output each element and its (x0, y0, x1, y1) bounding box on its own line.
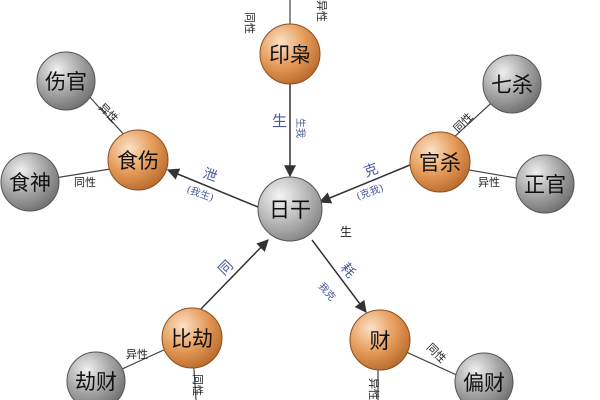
node-zhengguan-label: 正官 (524, 173, 566, 197)
arrow-center-to-shishang (166, 168, 259, 208)
label-yin-diff: 异性 (315, 0, 329, 22)
arrow-shishang-sub: (我生) (185, 183, 216, 205)
label-shishang-diff: 异性 (96, 100, 121, 125)
node-shangguan: 伤官 (36, 51, 96, 111)
node-piancai-label: 偏财 (463, 371, 505, 395)
label-bijie-same: 同性 (191, 374, 205, 396)
node-jiecai: 劫财 (66, 351, 126, 400)
label-guansha-diff: 异性 (478, 175, 500, 189)
node-shangguan-label: 伤官 (45, 70, 87, 94)
arrow-guansha-main: 克 (362, 161, 381, 181)
orange-nodes: 印枭 食伤 官杀 比劫 财 (107, 23, 471, 371)
center-side-label: 生 (340, 225, 352, 239)
node-piancai: 偏财 (454, 352, 514, 400)
node-qisha: 七杀 (482, 54, 542, 114)
node-shishang: 食伤 (107, 129, 169, 191)
node-bijie: 比劫 (161, 307, 223, 369)
node-bijie-label: 比劫 (171, 327, 213, 351)
node-yin: 印枭 (259, 23, 321, 85)
arrow-center-to-cai (311, 239, 367, 313)
arrows (166, 84, 411, 313)
node-cai-label: 财 (370, 329, 391, 353)
arrow-guansha-to-center (318, 164, 411, 204)
arrow-yin-sub: 生我 (294, 118, 307, 138)
gray-nodes: 伤官 食神 七杀 正官 劫财 偏财 (0, 51, 575, 400)
node-shishen: 食神 (0, 152, 60, 212)
label-shishang-same: 同性 (74, 175, 96, 189)
label-yin-same: 同性 (243, 12, 257, 34)
node-zhengguan: 正官 (515, 154, 575, 214)
node-shishang-label: 食伤 (117, 149, 159, 173)
node-center: 日干 (257, 176, 323, 242)
node-jiecai-label: 劫财 (75, 370, 117, 394)
node-cai: 财 (349, 309, 411, 371)
label-cai-diff: 异性 (367, 378, 381, 400)
node-center-label: 日干 (269, 198, 311, 222)
node-guansha-label: 官杀 (419, 151, 461, 175)
node-yin-label: 印枭 (269, 43, 311, 67)
node-shishen-label: 食神 (9, 171, 51, 195)
label-guansha-same: 同性 (450, 110, 475, 135)
label-bijie-diff: 异性 (126, 347, 148, 361)
arrow-yin-main: 生 (272, 112, 287, 130)
arrow-cai-sub: 我克 (316, 280, 338, 303)
arrow-shishang-main: 泄 (201, 166, 220, 186)
node-qisha-label: 七杀 (491, 73, 533, 97)
node-guansha: 官杀 (409, 131, 471, 193)
arrow-bijie-to-center (199, 239, 269, 311)
